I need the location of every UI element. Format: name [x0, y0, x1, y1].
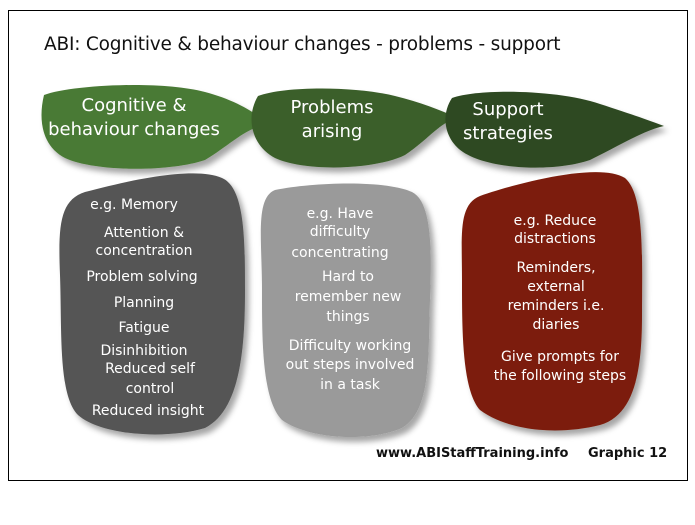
list-item: out steps involved [285, 357, 415, 373]
list-item: Planning [113, 295, 175, 311]
body-shape-support [461, 172, 643, 431]
header-shape-cognitive [41, 84, 268, 169]
list-item: Attention & [104, 225, 184, 241]
list-item: control [125, 381, 175, 397]
list-item: Reduced insight [91, 403, 205, 419]
website-link[interactable]: www.ABIStaffTraining.info [376, 446, 569, 461]
list-item: Fatigue [118, 320, 170, 336]
list-item: Give prompts for [501, 349, 619, 365]
list-item: e.g. Have [306, 206, 374, 222]
list-item: external [527, 279, 585, 295]
list-item: reminders i.e. [507, 298, 605, 314]
header-line: strategies [463, 123, 553, 144]
list-item: Hard to [321, 269, 374, 285]
header-label-support: Support strategies [448, 98, 568, 146]
list-item: diaries [532, 317, 580, 333]
header-line: arising [301, 121, 363, 142]
header-line: Problems [290, 97, 374, 118]
header-shape-problems [251, 88, 458, 168]
list-item: e.g. Memory [90, 197, 178, 213]
header-line: Cognitive & [81, 95, 187, 116]
list-item: the following steps [493, 368, 627, 384]
list-item: in a task [320, 377, 380, 393]
body-shape-cognitive [59, 173, 245, 435]
header-label-cognitive: Cognitive & behaviour changes [44, 94, 224, 142]
graphic-number: Graphic 12 [588, 446, 668, 461]
list-item: remember new [294, 289, 402, 305]
page-title: ABI: Cognitive & behaviour changes - pro… [44, 34, 561, 55]
body-shape-problems [260, 183, 431, 438]
header-line: behaviour changes [48, 119, 220, 140]
list-item: e.g. Reduce [513, 213, 597, 229]
list-item: concentration [95, 243, 193, 259]
header-line: Support [472, 99, 544, 120]
list-item: difficulty [309, 224, 371, 240]
list-item: Difficulty working [288, 338, 412, 354]
list-item: Problem solving [86, 269, 198, 285]
list-item: distractions [514, 231, 596, 247]
list-item: Reminders, [516, 260, 596, 276]
header-label-problems: Problems arising [262, 96, 402, 144]
header-shape-support [445, 91, 664, 168]
list-item: concentrating [291, 245, 389, 261]
list-item: Reduced self [105, 361, 195, 377]
list-item: Disinhibition [100, 343, 188, 359]
list-item: things [326, 309, 370, 325]
